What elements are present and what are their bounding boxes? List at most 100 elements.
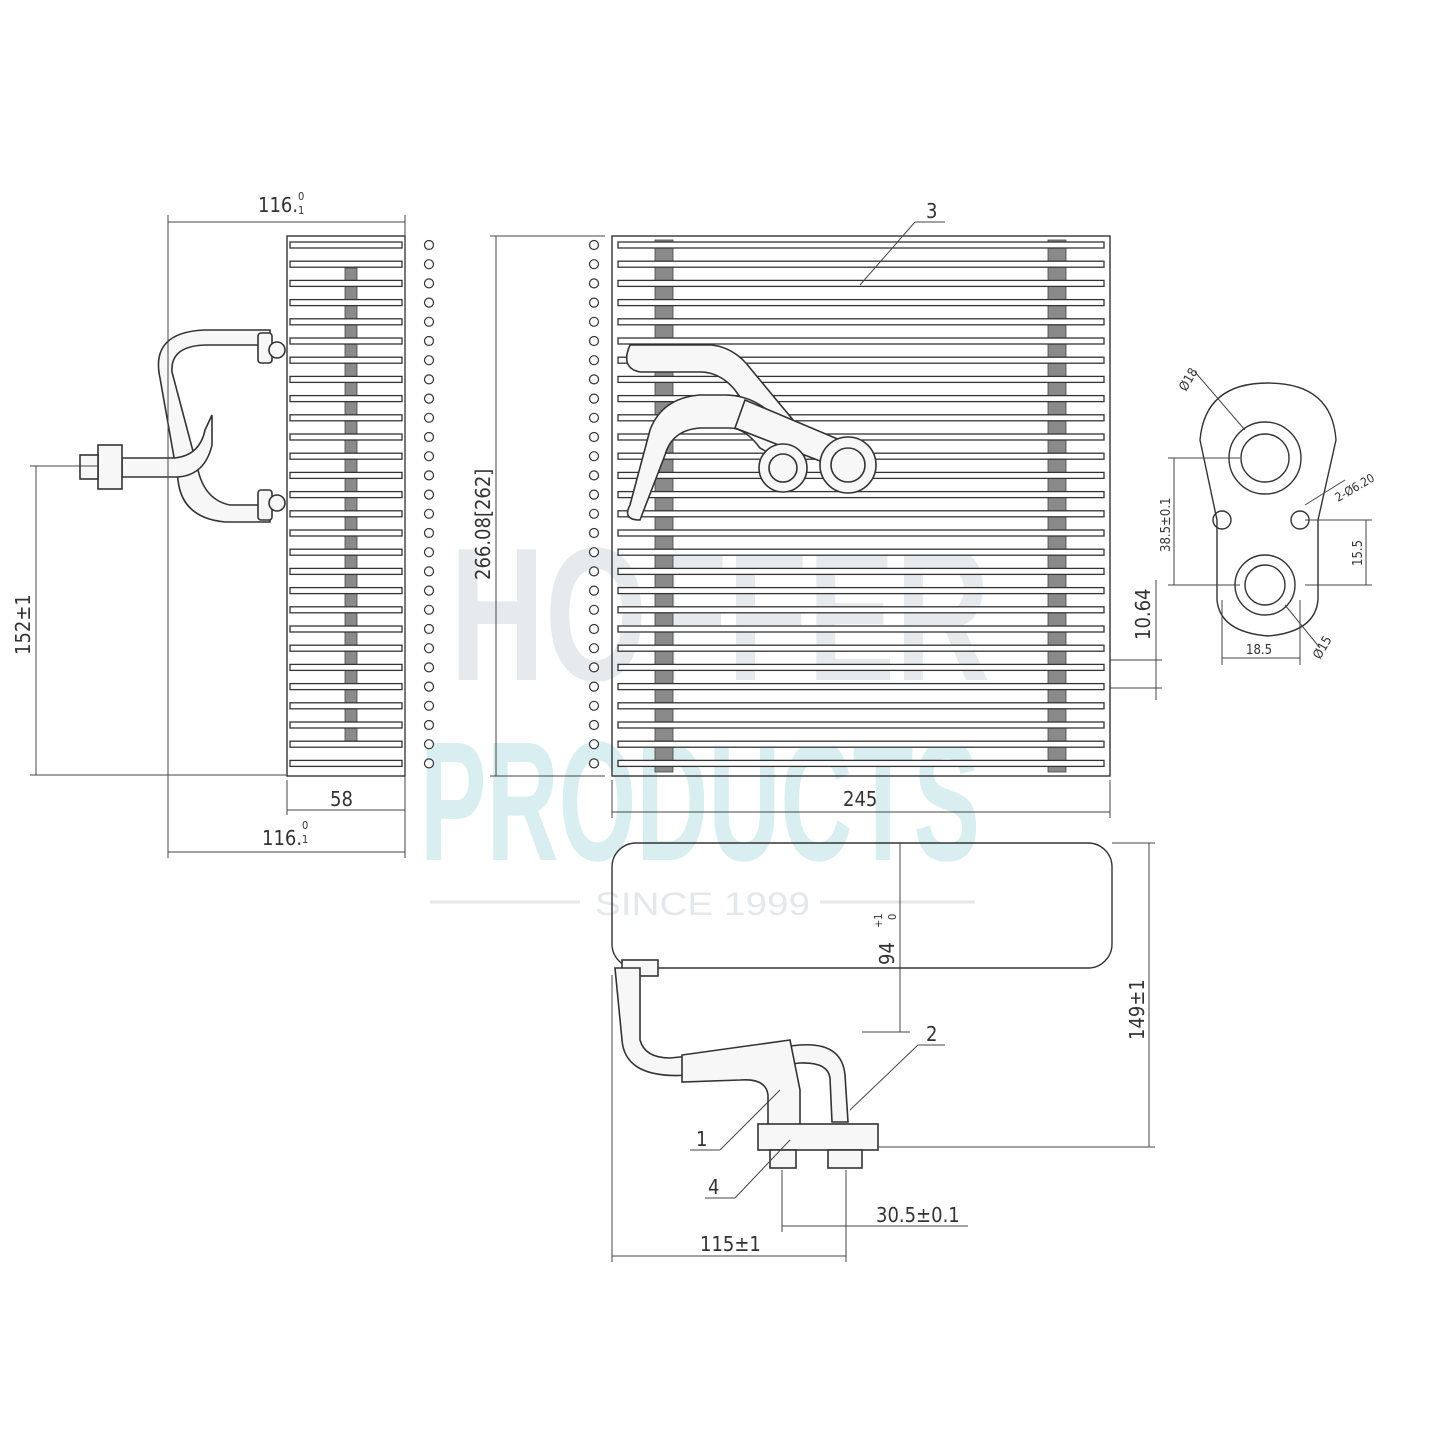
tube-end	[423, 623, 435, 635]
tube-end	[588, 662, 600, 673]
tube-end	[423, 643, 435, 654]
flange-detail: Ø18 2-Ø6.20 38.5±0.1 15.5 18.5 Ø15	[1159, 366, 1377, 665]
front-fin	[617, 433, 1105, 441]
side-fin	[289, 318, 403, 326]
tube-end	[588, 547, 600, 558]
front-fin	[617, 721, 1105, 729]
tube-end	[423, 489, 435, 500]
tube-end	[588, 259, 600, 270]
tube-end	[423, 431, 435, 443]
tube-end	[588, 585, 600, 596]
dim-top-view-depth-tol-lower: 0	[886, 914, 899, 920]
side-fin	[289, 759, 403, 768]
front-fin	[617, 298, 1105, 307]
front-fin	[617, 394, 1105, 403]
tube-end	[588, 239, 600, 251]
side-fin	[289, 260, 403, 268]
tube-end	[588, 758, 600, 769]
front-fin	[617, 740, 1105, 748]
side-fin	[289, 394, 403, 403]
side-fin	[289, 279, 403, 288]
front-fin	[617, 414, 1105, 422]
side-fin	[289, 471, 403, 480]
front-fin	[617, 356, 1105, 364]
tube-end	[588, 566, 600, 577]
side-fin	[289, 529, 403, 537]
tube-end	[423, 374, 435, 385]
front-fin	[617, 529, 1105, 537]
tube-end	[423, 604, 435, 615]
tube-end	[588, 278, 600, 289]
dim-side-width-top-tol-upper: 0	[298, 190, 304, 203]
tube-end	[423, 566, 435, 577]
flange-port-spacing: 38.5±0.1	[1159, 498, 1174, 552]
front-fin	[617, 510, 1105, 518]
tube-end	[588, 719, 600, 731]
tube-end	[423, 278, 435, 289]
side-fin	[289, 375, 403, 384]
tube-end	[423, 547, 435, 558]
front-fin	[617, 606, 1105, 614]
side-fin	[289, 567, 403, 576]
front-fin	[617, 375, 1105, 384]
tube-end	[423, 719, 435, 731]
tube-end	[423, 739, 435, 750]
tube-end	[588, 623, 600, 635]
dim-pipe-spacing: 30.5±0.1	[876, 1203, 960, 1227]
tube-end	[423, 412, 435, 423]
callout-1: 1	[696, 1127, 707, 1151]
side-fin	[289, 241, 403, 249]
dim-core-width: 245	[843, 787, 877, 811]
side-fin	[289, 663, 403, 672]
front-fin	[617, 759, 1105, 768]
tube-end	[588, 316, 600, 327]
side-fin	[289, 356, 403, 364]
front-view-tube-ends	[588, 239, 600, 769]
front-fin	[617, 682, 1105, 691]
tube-end	[588, 739, 600, 750]
tube-end	[588, 297, 600, 308]
tube-end	[588, 355, 600, 366]
tube-end	[588, 374, 600, 385]
front-fin	[617, 702, 1105, 710]
flange-bolt-holes: 2-Ø6.20	[1333, 471, 1378, 505]
callout-4: 4	[708, 1175, 719, 1199]
tube-end	[588, 335, 600, 347]
front-fin	[617, 586, 1105, 595]
top-view: 94 +1 0 149±1 30.5±0.1 115±1 1 2 4	[611, 842, 1155, 1262]
dim-fin-pitch: 10.64	[1131, 589, 1155, 641]
dim-overall-depth: 149±1	[1125, 979, 1149, 1040]
tube-end	[423, 259, 435, 270]
tube-end	[423, 527, 435, 539]
side-fin	[289, 490, 403, 499]
side-fin	[289, 740, 403, 748]
tube-end	[423, 700, 435, 711]
side-view-fins	[289, 241, 403, 768]
flange-bottom-port-dia: Ø15	[1310, 634, 1335, 662]
flange-width: 18.5	[1246, 643, 1272, 658]
side-view-tube-ends	[423, 239, 435, 769]
tube-end	[588, 451, 600, 462]
tube-end	[588, 431, 600, 443]
side-fin	[289, 702, 403, 710]
watermark-brand-bottom: PRODUCTS	[420, 707, 980, 897]
tube-end	[588, 412, 600, 423]
side-fin	[289, 606, 403, 614]
tube-end	[423, 335, 435, 347]
front-fin	[617, 548, 1105, 556]
front-fin	[617, 663, 1105, 672]
brand-watermark: HOFFER PRODUCTS SINCE 1999	[420, 509, 990, 922]
dim-top-view-depth-tol-upper: +1	[872, 913, 885, 928]
tube-end	[588, 393, 600, 404]
dim-core-height: 266.08[262]	[471, 469, 495, 580]
tube-end	[423, 393, 435, 404]
side-fin	[289, 644, 403, 652]
tube-end	[423, 758, 435, 769]
tube-end	[588, 527, 600, 539]
tube-end	[588, 643, 600, 654]
flange-top-port-dia: Ø18	[1176, 366, 1201, 394]
dim-side-depth: 58	[330, 787, 353, 811]
callout-3: 3	[926, 199, 937, 223]
tube-end	[588, 700, 600, 711]
